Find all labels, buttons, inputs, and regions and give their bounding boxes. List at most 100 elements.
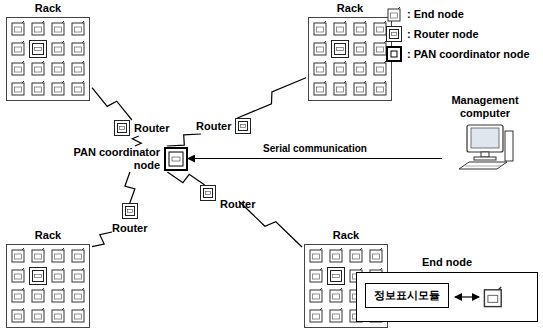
drawing-line <box>320 248 322 250</box>
drawing-rect <box>317 27 324 32</box>
drawing-rect <box>373 254 380 259</box>
drawing-rect <box>317 67 324 72</box>
drawing-rect <box>357 87 364 92</box>
drawing-rect <box>337 27 344 32</box>
drawing-rect <box>75 67 82 72</box>
drawing-rect <box>75 254 82 259</box>
drawing-line <box>82 248 84 250</box>
drawing-rect <box>377 87 384 92</box>
end-node-box: 정보표시모듈 <box>356 272 538 322</box>
drawing-rect <box>391 51 397 57</box>
drawing-line <box>384 21 386 23</box>
drawing-rect <box>337 87 344 92</box>
drawing-line <box>340 308 342 310</box>
drawing-rect <box>55 254 62 259</box>
drawing-rect <box>357 27 364 32</box>
drawing-rect <box>310 310 322 322</box>
drawing-rect <box>122 204 137 219</box>
legend-symbol <box>386 6 402 22</box>
drawing-rect <box>314 23 326 35</box>
node-label: Router <box>112 222 147 235</box>
router-icon <box>122 203 138 219</box>
drawing-line <box>22 288 24 290</box>
drawing-rect <box>310 270 322 282</box>
drawing-polygon <box>459 162 507 169</box>
wireless-link <box>237 78 306 118</box>
drawing-rect <box>334 23 346 35</box>
drawing-line <box>62 61 64 63</box>
drawing-rect <box>354 43 366 55</box>
drawing-rect <box>201 186 216 201</box>
drawing-rect <box>350 250 362 262</box>
drawing-rect <box>330 290 342 302</box>
node-label: Rack <box>4 229 92 243</box>
pan-node: PAN coordinator node <box>72 146 188 172</box>
drawing-rect <box>72 43 84 55</box>
drawing-rect <box>354 83 366 95</box>
drawing-rect <box>335 44 346 55</box>
endbox-node: End node정보표시모듈 <box>356 256 538 322</box>
drawing-rect <box>12 43 24 55</box>
drawing-rect <box>35 275 42 278</box>
legend-row: : PAN coordinator node <box>386 46 530 62</box>
drawing-line <box>360 268 362 270</box>
wireless-link <box>92 232 112 247</box>
rack-grid-art <box>6 244 90 328</box>
drawing-rect <box>72 270 84 282</box>
drawing-line <box>384 61 386 63</box>
drawing-line <box>465 166 501 167</box>
drawing-line <box>324 61 326 63</box>
drawing-line <box>364 61 366 63</box>
drawing-rect <box>30 268 47 285</box>
node-label: Router <box>134 122 169 135</box>
drawing-rect <box>12 270 24 282</box>
drawing-rect <box>72 250 84 262</box>
computer-node: Management computer <box>442 94 528 171</box>
computer-icon <box>455 123 515 171</box>
drawing-rect <box>52 63 64 75</box>
router-icon-art <box>122 203 138 219</box>
drawing-line <box>364 21 366 23</box>
drawing-line <box>320 288 322 290</box>
drawing-rect <box>15 67 22 72</box>
legend-symbol <box>386 46 402 62</box>
drawing-rect <box>239 122 248 131</box>
drawing-rect <box>357 67 364 72</box>
drawing-rect <box>333 275 340 278</box>
drawing-rect <box>75 274 82 279</box>
drawing-rect <box>357 47 364 52</box>
drawing-rect <box>387 27 402 42</box>
drawing-rect <box>30 41 47 58</box>
drawing-rect <box>72 290 84 302</box>
drawing-line <box>324 21 326 23</box>
drawing-line <box>22 61 24 63</box>
drawing-line <box>324 81 326 83</box>
drawing-rect <box>481 152 489 157</box>
drawing-line <box>324 41 326 43</box>
drawing-line <box>82 81 84 83</box>
rack-grid-art <box>308 17 392 101</box>
node-label: Rack <box>4 2 92 16</box>
drawing-rect <box>35 27 42 32</box>
drawing-rect <box>236 119 251 134</box>
drawing-line <box>22 21 24 23</box>
drawing-rect <box>328 268 345 285</box>
drawing-rect <box>35 314 42 319</box>
drawing-line <box>82 308 84 310</box>
drawing-rect <box>15 314 22 319</box>
drawing-line <box>62 21 64 23</box>
drawing-rect <box>125 207 134 216</box>
drawing-rect <box>337 48 344 51</box>
drawing-rect <box>15 294 22 299</box>
rack-grid-art <box>6 17 90 101</box>
rack-grid <box>6 17 90 101</box>
drawing-rect <box>12 290 24 302</box>
legend-symbol-art <box>386 26 402 42</box>
drawing-rect <box>55 274 62 279</box>
drawing-rect <box>32 63 44 75</box>
drawing-rect <box>310 290 322 302</box>
drawing-rect <box>55 314 62 319</box>
drawing-rect <box>388 9 400 21</box>
drawing-rect <box>75 294 82 299</box>
